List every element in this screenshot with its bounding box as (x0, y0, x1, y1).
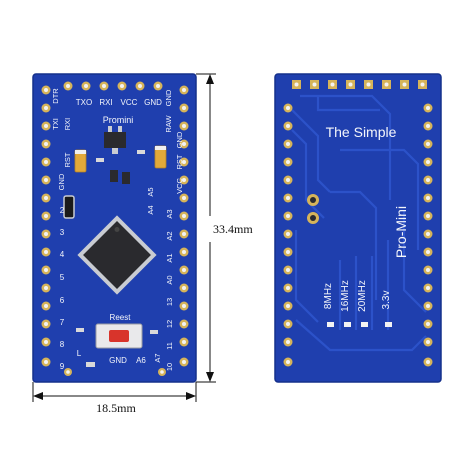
label-txi: TXI (51, 118, 60, 130)
back-left-pads (283, 103, 293, 367)
dimension-width: 18.5mm (32, 382, 197, 415)
pin-label-10: 10 (165, 363, 174, 371)
header-label-gnd: GND (144, 98, 162, 107)
front-top-pads (63, 81, 163, 91)
label-gnd-right: GND (175, 131, 184, 148)
label-gnd-right-top: GND (164, 89, 173, 106)
pin-label-13: 13 (165, 298, 174, 306)
front-right-pads (179, 85, 189, 367)
pin-label-9: 9 (60, 362, 65, 371)
pin-label-a3: A3 (165, 209, 174, 218)
label-a5: A5 (146, 187, 155, 196)
solder-jumpers (327, 322, 392, 327)
option-3v3: 3.3v (381, 291, 392, 310)
label-a4: A4 (146, 205, 155, 214)
dimension-height: 33.4mm (196, 73, 253, 383)
pin-label-a2: A2 (165, 231, 174, 240)
pin-label-a1: A1 (165, 253, 174, 262)
height-label: 33.4mm (213, 222, 253, 236)
label-vcc-right: VCC (175, 178, 184, 194)
header-label-rxi: RXI (99, 98, 112, 107)
option-16mhz: 16MHz (340, 280, 351, 312)
option-8mhz: 8MHz (323, 283, 334, 309)
label-rxi-left: RXI (63, 118, 72, 131)
header-label-vcc: VCC (121, 98, 138, 107)
bottom-label-gnd: GND (109, 356, 127, 365)
width-label: 18.5mm (96, 401, 136, 415)
bottom-label-a6: A6 (136, 356, 146, 365)
back-traces (291, 94, 427, 352)
front-left-pads (41, 85, 51, 367)
pin-label-3: 3 (60, 228, 65, 237)
bottom-label-a7: A7 (153, 353, 162, 362)
pin-label-6: 6 (60, 296, 65, 305)
pin-label-7: 7 (60, 318, 65, 327)
label-rst-right: RST (175, 154, 184, 169)
led-label: L (77, 349, 82, 358)
back-board: The Simple Pro-Mini 8MHz 16MHz 20MHz 3.3… (274, 73, 442, 383)
reset-label: Reest (110, 313, 132, 322)
model-label: Promini (103, 115, 134, 125)
pin-label-12: 12 (165, 320, 174, 328)
pin-label-5: 5 (60, 273, 65, 282)
reset-button-cap[interactable] (109, 330, 129, 342)
pin-label-11: 11 (165, 342, 174, 350)
back-title: The Simple (326, 124, 397, 140)
back-top-pads (292, 80, 427, 89)
crystal (63, 195, 75, 219)
pin-label-2: 2 (60, 206, 65, 215)
pin-label-4: 4 (60, 250, 65, 259)
voltage-regulator (104, 132, 126, 148)
back-product: Pro-Mini (393, 206, 409, 258)
pin-label-a0: A0 (165, 275, 174, 284)
label-rst-left: RST (63, 152, 72, 167)
header-label-txo: TXO (76, 98, 92, 107)
back-pcb (274, 73, 442, 383)
front-board: TXO RXI VCC GND DTR TXI RXI RST GND GND … (32, 73, 197, 383)
label-raw: RAW (164, 114, 173, 132)
label-gnd-left: GND (57, 173, 66, 190)
label-dtr: DTR (51, 88, 60, 104)
back-right-pads (423, 103, 433, 367)
front-bottom-pads (64, 368, 166, 376)
pin-label-8: 8 (60, 340, 65, 349)
option-20mhz: 20MHz (357, 280, 368, 312)
